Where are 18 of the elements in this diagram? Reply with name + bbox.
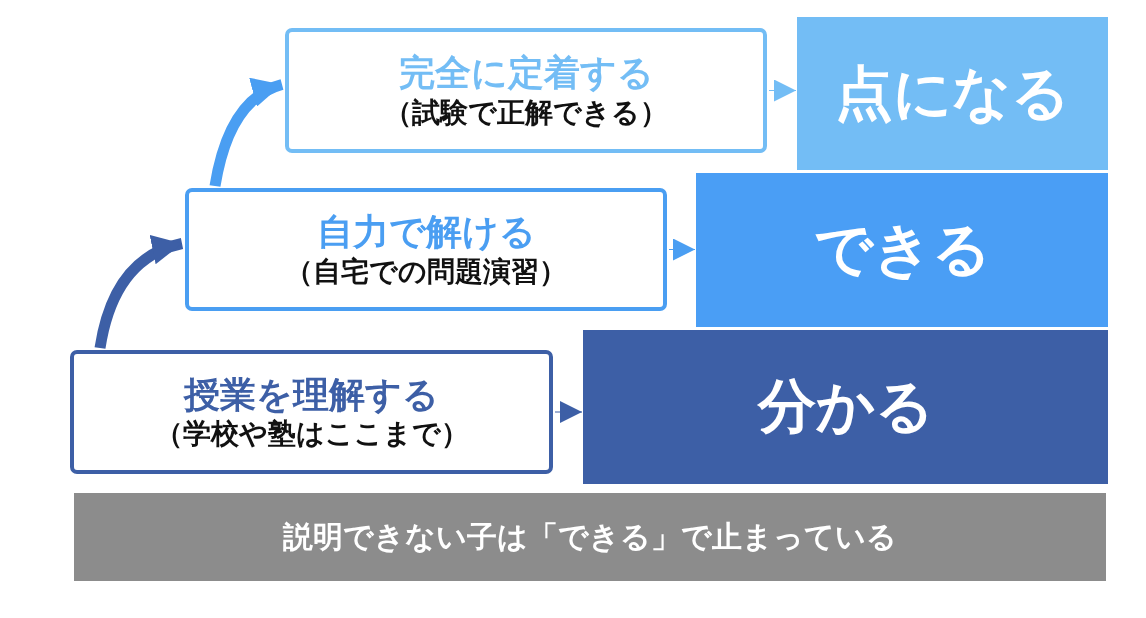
level-block: 分かる [583, 330, 1108, 484]
step-note: （学校や塾はここまで） [154, 416, 469, 452]
level-block: 点になる [797, 17, 1108, 170]
step-note: （試験で正解できる） [384, 94, 668, 130]
step-heading: 授業を理解する [184, 372, 439, 417]
arrow [768, 79, 797, 102]
arrow [668, 238, 696, 261]
arrow [209, 79, 284, 187]
step-box [185, 188, 667, 311]
step-note: （自宅での問題演習） [285, 253, 567, 289]
arrow [554, 401, 583, 423]
level-block: できる [696, 173, 1108, 327]
note-banner: 説明できない子は「できる」で止まっている [74, 493, 1106, 581]
step-heading: 完全に定着する [398, 51, 654, 95]
arrow [94, 236, 184, 349]
step-heading: 自力で解ける [316, 210, 536, 254]
step-box [70, 350, 553, 474]
step-box [285, 28, 767, 153]
